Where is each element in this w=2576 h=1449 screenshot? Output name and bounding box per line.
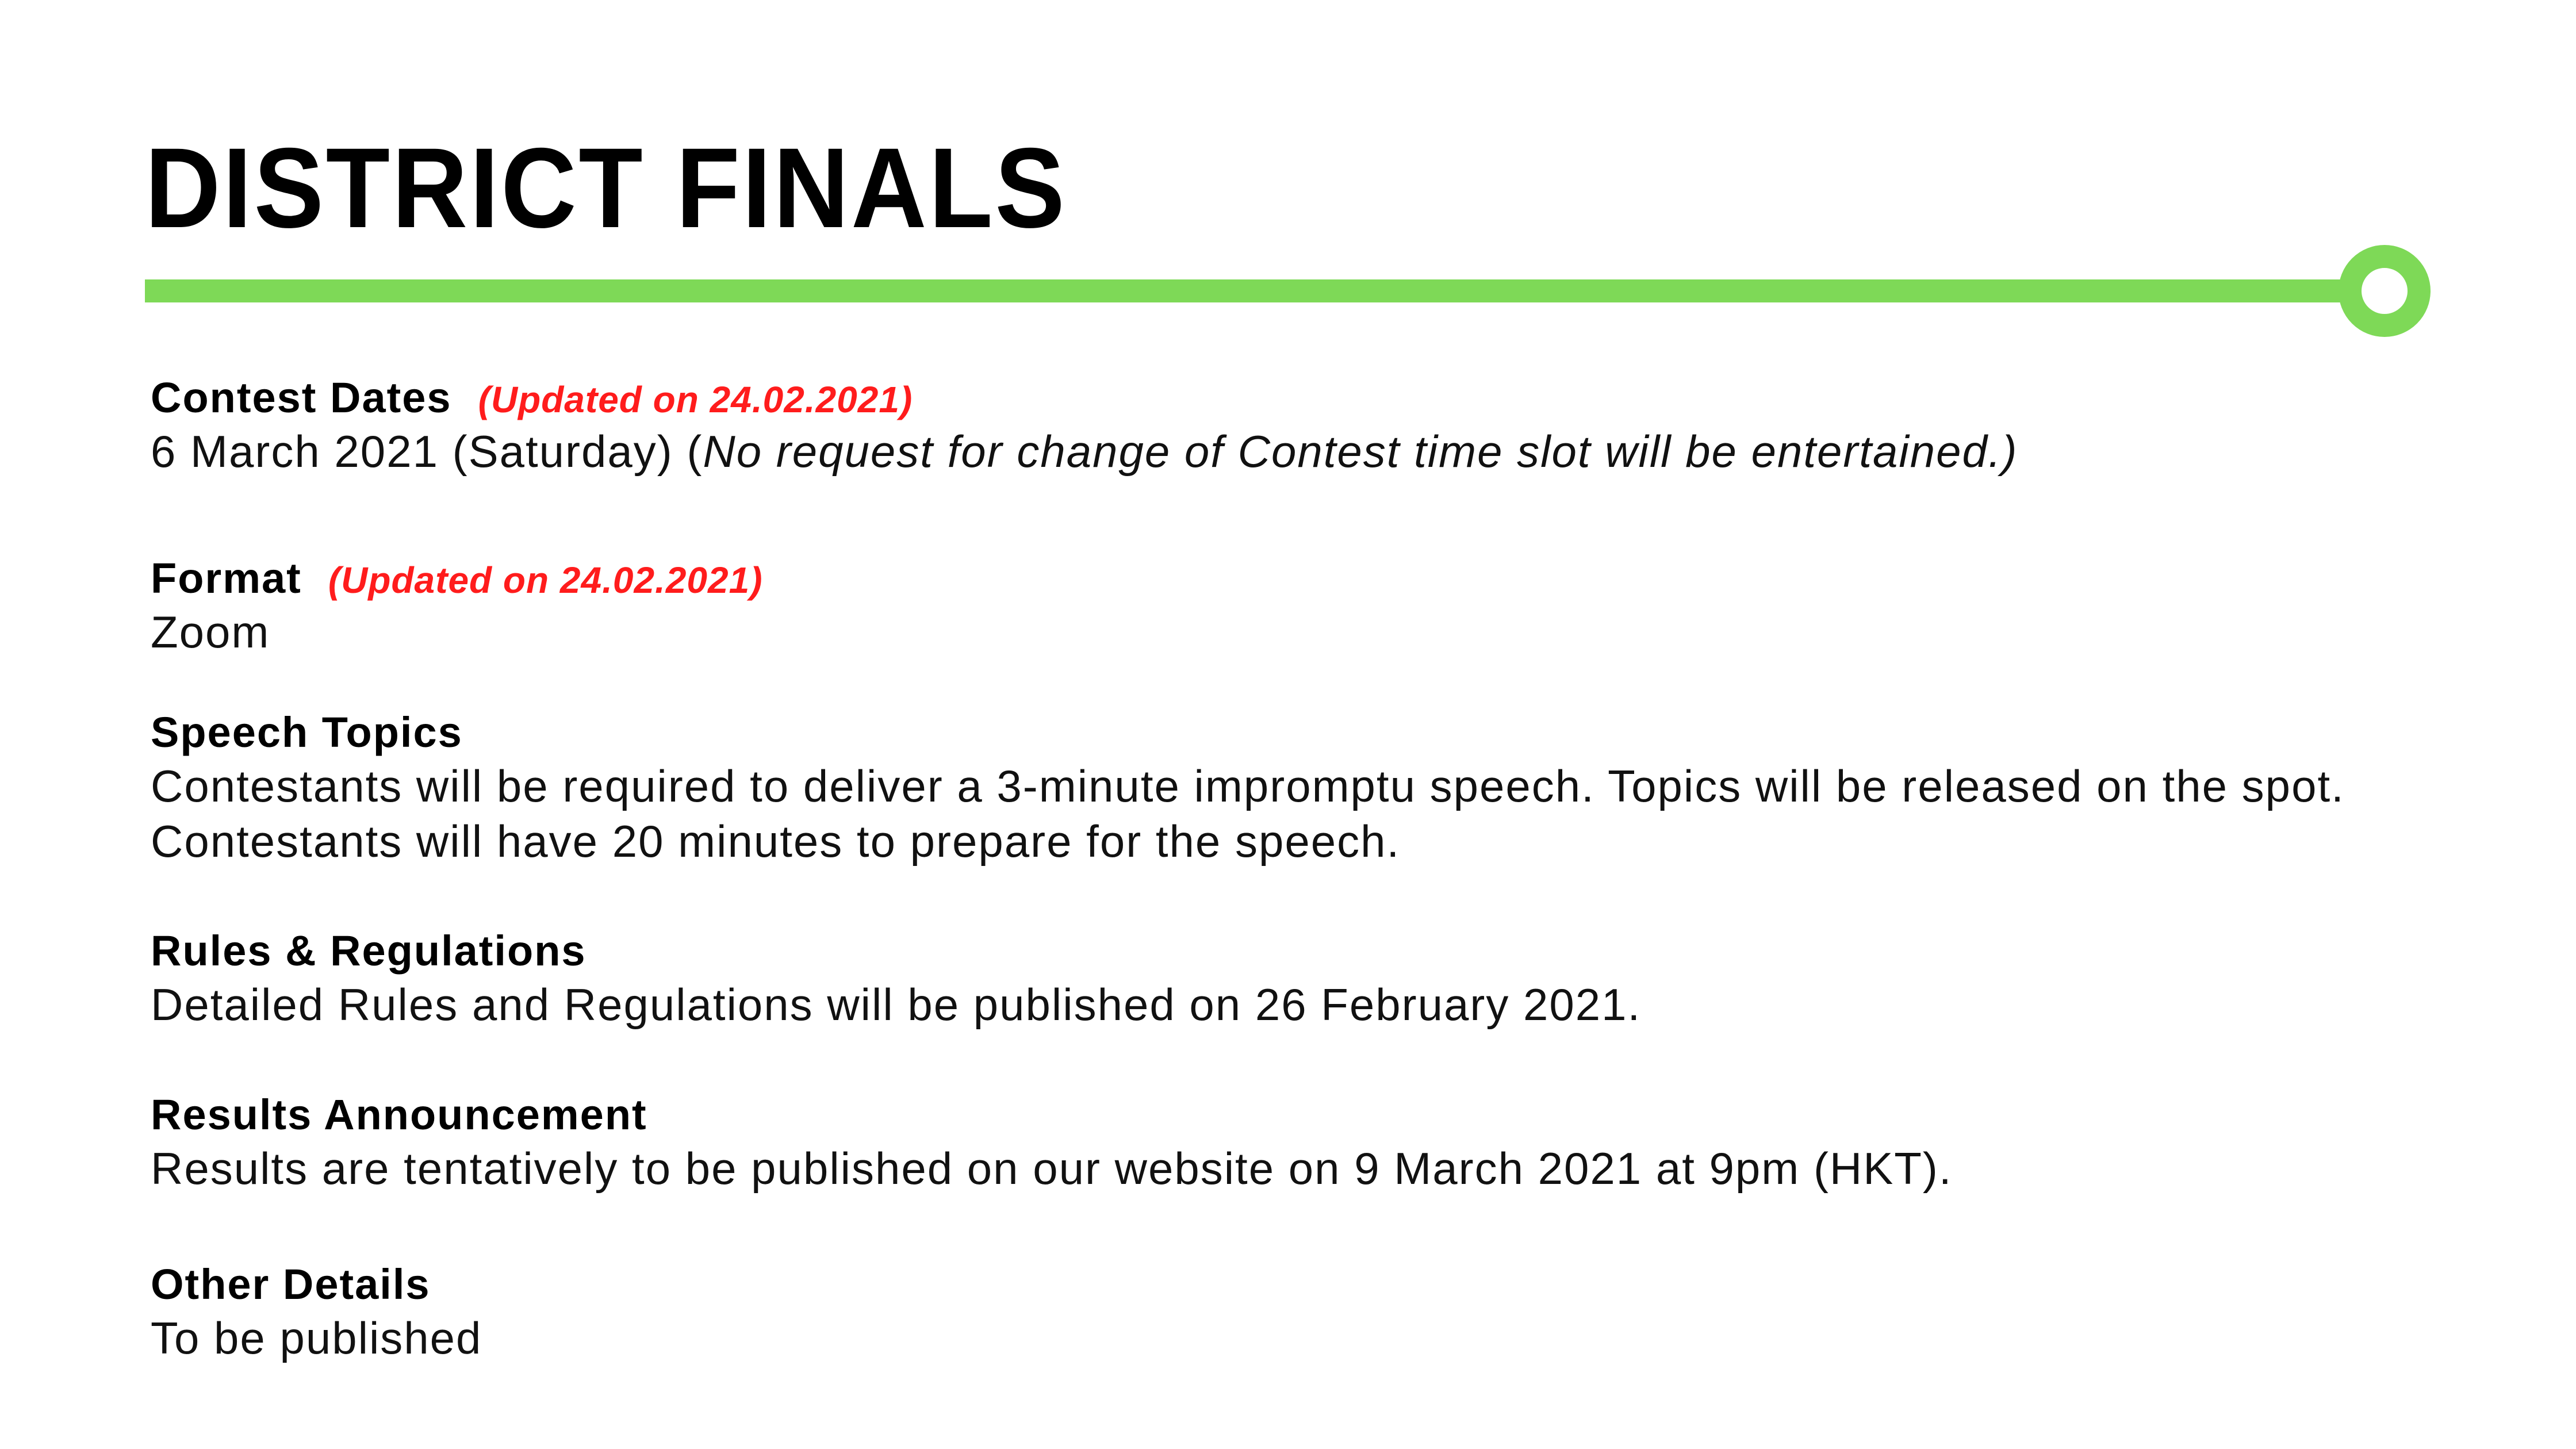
section-rules: Rules & Regulations Detailed Rules and R… <box>151 926 1641 1032</box>
format-body: Zoom <box>151 606 270 657</box>
page-title: DISTRICT FINALS <box>145 124 1067 251</box>
title-underline-ring-icon <box>2339 245 2431 337</box>
speech-topics-body: Contestants will be required to deliver … <box>151 760 2345 867</box>
format-heading: Format <box>151 554 302 602</box>
section-results: Results Announcement Results are tentati… <box>151 1090 1953 1196</box>
rules-heading: Rules & Regulations <box>151 927 586 975</box>
results-body: Results are tentatively to be published … <box>151 1143 1953 1194</box>
other-details-heading: Other Details <box>151 1260 431 1308</box>
contest-dates-heading: Contest Dates <box>151 374 452 421</box>
section-contest-dates: Contest Dates (Updated on 24.02.2021) 6 … <box>151 373 2018 479</box>
contest-dates-update-note: (Updated on 24.02.2021) <box>478 379 913 420</box>
rules-body: Detailed Rules and Regulations will be p… <box>151 979 1642 1030</box>
contest-dates-body: 6 March 2021 (Saturday) (No request for … <box>151 424 2018 479</box>
format-heading-row: Format (Updated on 24.02.2021) <box>151 553 763 604</box>
title-underline-bar <box>145 279 2364 302</box>
results-heading: Results Announcement <box>151 1091 647 1138</box>
section-speech-topics: Speech Topics Contestants will be requir… <box>151 707 2416 869</box>
format-update-note: (Updated on 24.02.2021) <box>328 559 763 601</box>
section-other-details: Other Details To be published <box>151 1259 482 1366</box>
contest-dates-date: 6 March 2021 (Saturday) ( <box>151 425 703 477</box>
speech-topics-heading: Speech Topics <box>151 708 463 756</box>
contest-dates-heading-row: Contest Dates (Updated on 24.02.2021) <box>151 373 2018 424</box>
contest-dates-disclaimer: No request for change of Contest time sl… <box>703 425 2018 477</box>
other-details-body: To be published <box>151 1312 482 1363</box>
section-format: Format (Updated on 24.02.2021) Zoom <box>151 553 763 660</box>
